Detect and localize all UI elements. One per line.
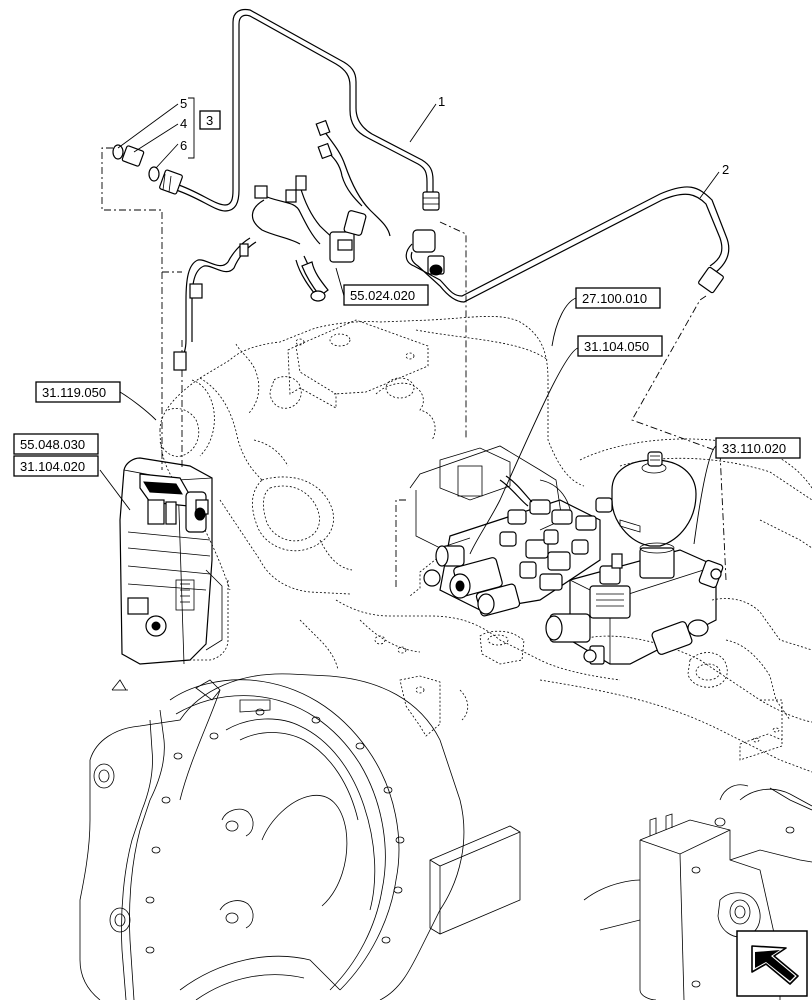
reference-label: 27.100.010 bbox=[582, 291, 647, 306]
reference-31-104-020[interactable]: 31.104.020 bbox=[13, 455, 99, 477]
fitting-group bbox=[112, 97, 195, 195]
next-page-button[interactable] bbox=[736, 930, 808, 997]
callout-2: 2 bbox=[722, 162, 729, 177]
callout-5: 5 bbox=[180, 96, 187, 111]
reference-leaders bbox=[99, 103, 720, 555]
next-page-arrow-icon bbox=[751, 945, 799, 985]
reference-31-104-050[interactable]: 31.104.050 bbox=[577, 335, 663, 357]
gearbox-housing bbox=[159, 316, 812, 773]
wiring-harness bbox=[173, 119, 391, 371]
reference-55-024-020[interactable]: 55.024.020 bbox=[343, 284, 429, 306]
callout-labels: 1 2 3 4 5 6 bbox=[180, 94, 729, 177]
reference-27-100-010[interactable]: 27.100.010 bbox=[575, 287, 661, 309]
callout-1: 1 bbox=[438, 94, 445, 109]
reference-33-110-020[interactable]: 33.110.020 bbox=[715, 437, 801, 459]
reference-55-048-030[interactable]: 55.048.030 bbox=[13, 433, 99, 455]
reference-label: 55.048.030 bbox=[20, 437, 85, 452]
reference-label: 55.024.020 bbox=[350, 288, 415, 303]
callout-3-box bbox=[199, 110, 221, 130]
callout-6: 6 bbox=[180, 138, 187, 153]
flywheel-housing bbox=[79, 673, 521, 1000]
reference-label: 33.110.020 bbox=[722, 441, 786, 456]
reference-label: 31.119.050 bbox=[42, 385, 106, 400]
controller-unit bbox=[111, 457, 223, 691]
valve-block-assembly bbox=[409, 445, 724, 665]
reference-label: 31.104.050 bbox=[584, 339, 649, 354]
reference-31-119-050[interactable]: 31.119.050 bbox=[35, 381, 121, 403]
pipe-2 bbox=[405, 186, 730, 303]
callout-3: 3 bbox=[206, 113, 213, 128]
pipe-1 bbox=[175, 8, 440, 212]
reference-label: 31.104.020 bbox=[20, 459, 85, 474]
callout-4: 4 bbox=[180, 116, 187, 131]
